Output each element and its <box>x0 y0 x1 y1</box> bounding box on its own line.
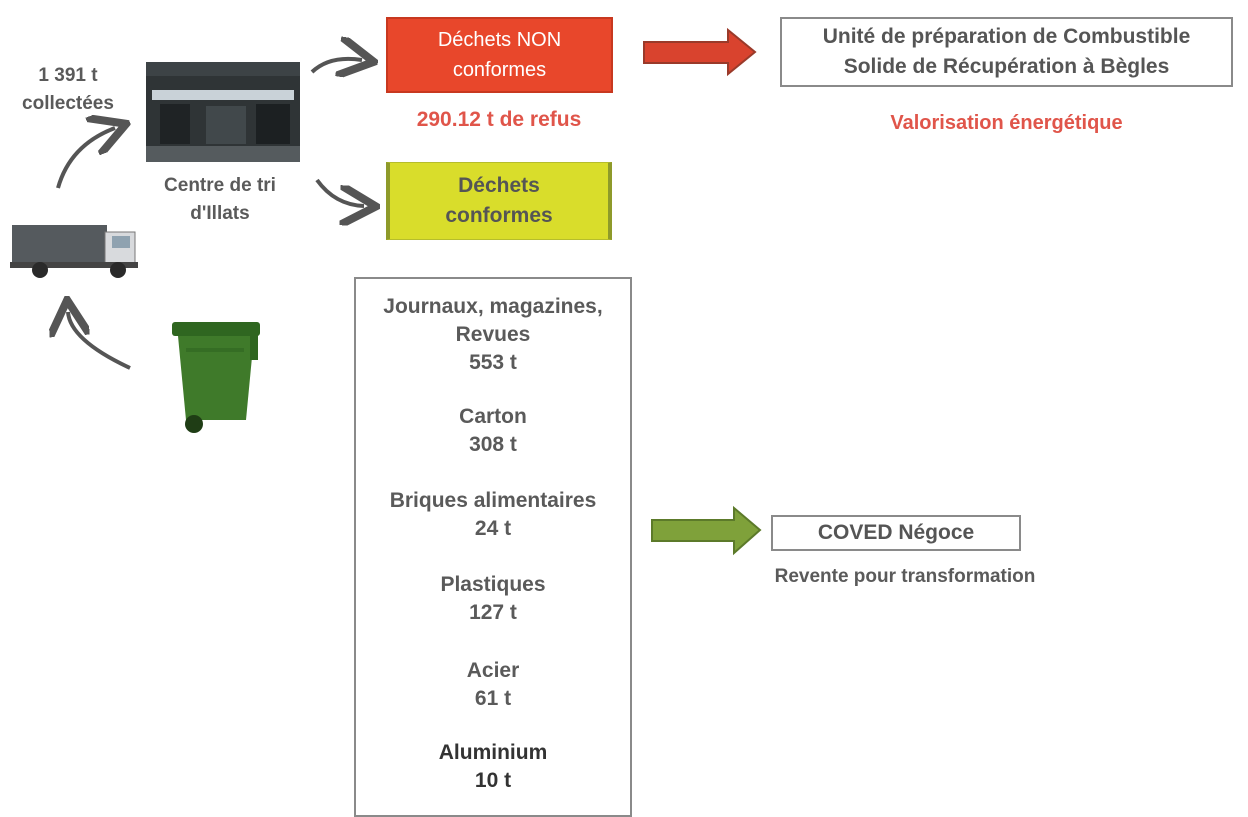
resale-note: Revente pour transformation <box>774 566 1036 587</box>
material-name: Plastiques <box>440 573 546 596</box>
collected-value: 1 391 t <box>38 65 98 86</box>
sorting-centre-line2: d'Illats <box>190 203 250 224</box>
list-item: Briques alimentaires 24 t <box>356 487 630 543</box>
curved-arrow-icon <box>68 312 131 370</box>
material-quantity: 61 t <box>474 687 512 710</box>
green-arrow-icon <box>651 505 762 556</box>
material-quantity: 24 t <box>474 517 512 540</box>
buyer-box: COVED Négoce <box>771 515 1021 551</box>
material-quantity: 127 t <box>469 601 517 624</box>
material-name: Carton <box>459 405 527 428</box>
material-name: Aluminium <box>438 741 548 764</box>
curved-arrow-icon <box>56 128 115 189</box>
material-quantity: 308 t <box>469 433 517 456</box>
curved-arrow-icon <box>315 178 364 206</box>
list-item: Aluminium 10 t <box>356 739 630 795</box>
list-item: Acier 61 t <box>356 657 630 713</box>
sorting-centre-line1: Centre de tri <box>164 175 276 196</box>
curved-arrow-icon <box>310 59 362 72</box>
material-name: Revues <box>455 323 531 346</box>
compliant-line2: conformes <box>445 204 553 227</box>
collected-tonnage: 1 391 t collectées <box>8 62 128 118</box>
material-name: Journaux, magazines, <box>383 295 603 318</box>
destination-unit-box: Unité de préparation de Combustible Soli… <box>780 17 1233 87</box>
sorting-centre-label: Centre de tri d'Illats <box>140 172 300 228</box>
list-item: Journaux, magazines, Revues 553 t <box>356 293 630 377</box>
non-compliant-waste-box: Déchets NON conformes <box>386 17 613 93</box>
materials-list: Journaux, magazines, Revues 553 t Carton… <box>354 277 632 817</box>
material-name: Briques alimentaires <box>389 489 597 512</box>
red-arrow-icon <box>643 27 757 77</box>
material-name: Acier <box>466 659 520 682</box>
energy-recovery-note: Valorisation énergétique <box>890 112 1123 134</box>
non-compliant-line1: Déchets NON <box>437 29 562 51</box>
truck-icon <box>10 225 138 278</box>
wheelie-bin-icon <box>172 322 260 433</box>
collected-label: collectées <box>22 93 114 114</box>
list-item: Carton 308 t <box>356 403 630 459</box>
destination-unit-line1: Unité de préparation de Combustible <box>822 25 1191 48</box>
sorting-centre-photo <box>146 62 300 162</box>
material-quantity: 553 t <box>469 351 517 374</box>
refuse-tonnage: 290.12 t de refus <box>416 108 582 131</box>
compliant-line1: Déchets <box>458 174 540 197</box>
list-item: Plastiques 127 t <box>356 571 630 627</box>
destination-unit-line2: Solide de Récupération à Bègles <box>843 55 1170 78</box>
material-quantity: 10 t <box>474 769 512 792</box>
compliant-waste-box: Déchets conformes <box>386 162 612 240</box>
non-compliant-line2: conformes <box>452 59 547 81</box>
